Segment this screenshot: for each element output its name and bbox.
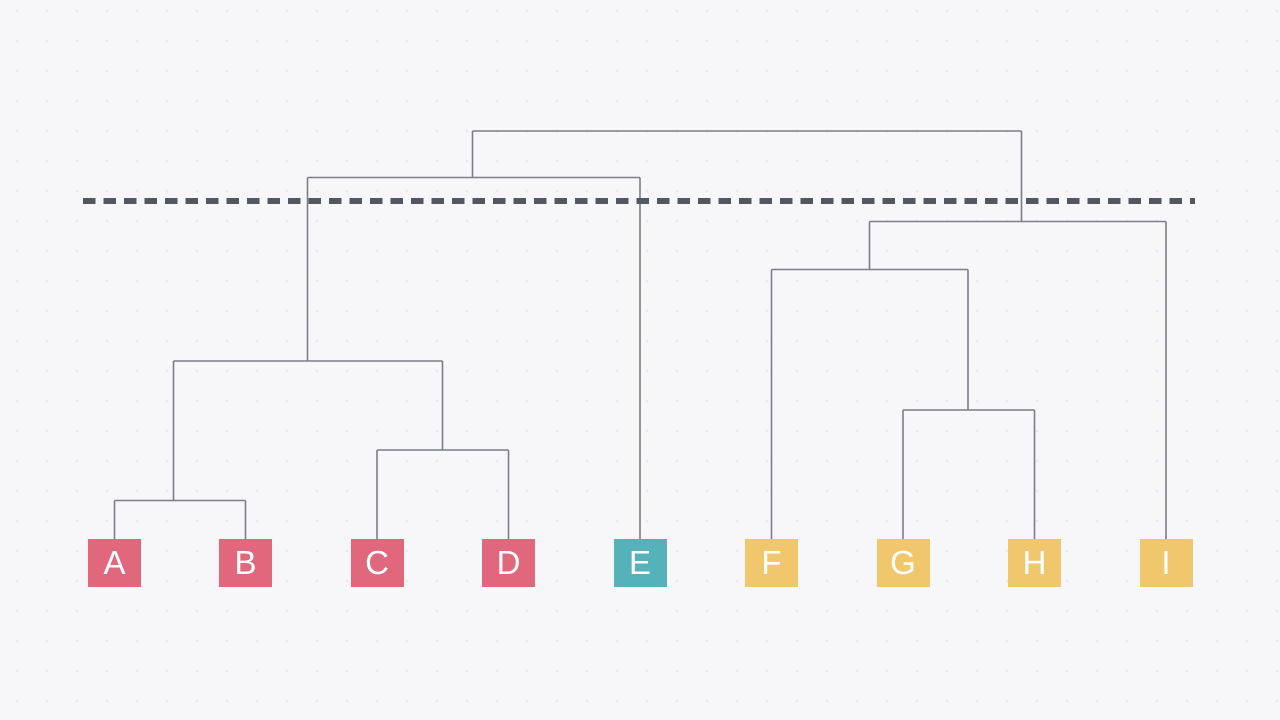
leaf-node-H[interactable]: H xyxy=(1008,539,1061,587)
leaf-label: B xyxy=(234,544,257,581)
leaf-node-C[interactable]: C xyxy=(350,539,404,587)
leaf-label: A xyxy=(103,544,126,581)
leaf-node-G[interactable]: G xyxy=(876,539,930,587)
leaf-label: F xyxy=(761,544,782,581)
leaf-node-D[interactable]: D xyxy=(482,539,535,587)
leaf-label: C xyxy=(365,544,389,581)
leaf-node-A[interactable]: A xyxy=(88,539,141,587)
leaf-label: E xyxy=(628,544,651,581)
leaf-label: D xyxy=(496,544,521,581)
leaf-node-E[interactable]: E xyxy=(613,539,667,587)
leaf-label: H xyxy=(1022,544,1047,581)
leaf-label: I xyxy=(1161,544,1171,581)
leaf-node-B[interactable]: B xyxy=(219,539,272,587)
leaf-node-I[interactable]: I xyxy=(1139,539,1193,587)
leaf-node-F[interactable]: F xyxy=(745,539,798,587)
leaf-label: G xyxy=(890,544,916,581)
cut-threshold-line[interactable] xyxy=(83,198,1195,204)
